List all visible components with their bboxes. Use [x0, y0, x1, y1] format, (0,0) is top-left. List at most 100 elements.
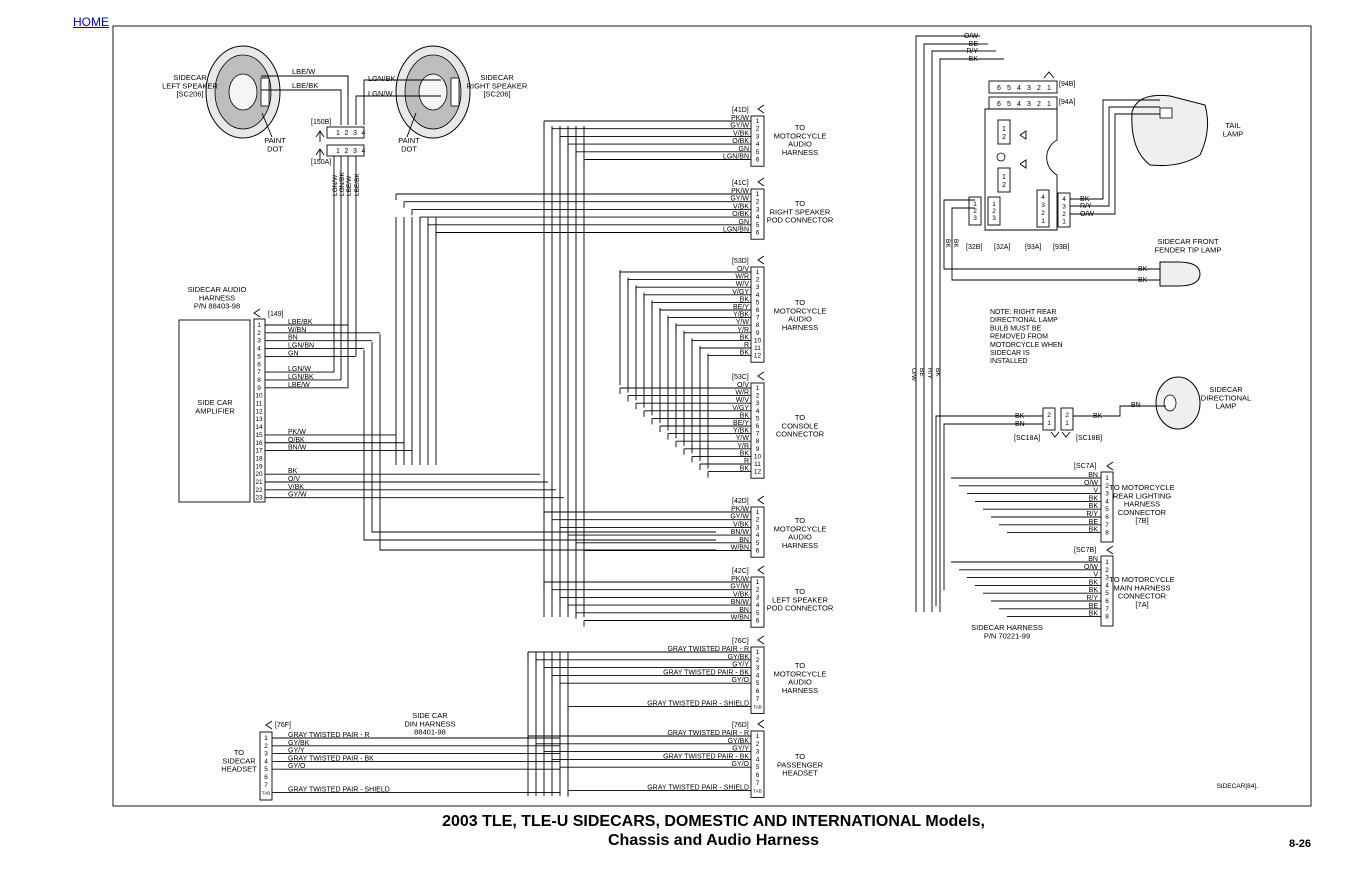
pin-number: 8 [1105, 530, 1109, 537]
pin-number: 3 [756, 133, 760, 140]
wire-label: LBE/W [346, 175, 353, 196]
wire-label: LGN/BN [723, 227, 749, 234]
pin-number: 12 [754, 469, 762, 476]
wire-label: LGN/W [368, 89, 394, 98]
wire-label: O/BK [732, 138, 749, 145]
connector-sc18b [1060, 407, 1074, 431]
connector-destination-label: TO [795, 516, 805, 525]
pin-number: 1 [1047, 85, 1051, 92]
connector-destination-label: TO [795, 298, 805, 307]
wire-label: BN [288, 335, 298, 342]
pin-number: 9 [756, 330, 760, 337]
pin-number: 1 [1105, 475, 1109, 482]
pin-number: 16 [255, 440, 263, 447]
wire-label: GY/Y [288, 748, 305, 755]
pin-number: 4 [1105, 582, 1109, 589]
home-link[interactable]: HOME [73, 15, 109, 29]
wire-label: O/V [737, 266, 749, 273]
speaker-terminal [260, 77, 270, 107]
wire-label: V/GY [732, 289, 749, 296]
left-speaker-icon [205, 45, 281, 139]
pin-number: 11 [754, 461, 761, 468]
wire-label: LGN/BK [288, 374, 314, 381]
wire-label: W/V [736, 397, 750, 404]
wire-label: GRAY TWISTED PAIR - R [667, 730, 749, 737]
wire-label: BN [1088, 556, 1098, 563]
note-text: MOTORCYCLE WHEN [990, 342, 1063, 349]
pin-number: 3 [1027, 85, 1031, 92]
pin-number: 1 [756, 733, 760, 740]
speaker-terminal [450, 77, 460, 107]
pin-number: 3 [756, 206, 760, 213]
pin-number: 2 [756, 587, 760, 594]
pin-number: TAB [753, 705, 761, 710]
wire-label: Y/W [736, 319, 750, 326]
pin-number: 15 [255, 432, 263, 439]
wire-label: GRAY TWISTED PAIR - SHIELD [647, 701, 749, 708]
pin-number: 18 [255, 455, 263, 462]
pin-number: 7 [756, 696, 760, 703]
connector-42c [750, 576, 765, 628]
pin-number: 5 [756, 764, 760, 771]
pin-number: 10 [754, 453, 762, 460]
pin-number: 9 [756, 446, 760, 453]
connector-destination-label: [7A] [1135, 600, 1148, 609]
wire-path [261, 89, 342, 125]
pin-number: 4 [756, 756, 760, 763]
wire-label: GY/W [730, 196, 749, 203]
connector-destination-label: MOTORCYCLE [774, 669, 827, 678]
wire-path [939, 58, 980, 612]
pin-number: 7 [756, 780, 760, 787]
wire-label: GY/BK [728, 654, 750, 661]
pin-number: 1 [756, 269, 760, 276]
connector-ref: [76F] [275, 722, 291, 729]
connector-ref: [150B] [311, 119, 331, 126]
pin-number: 3 [756, 665, 760, 672]
wire-label: GN [739, 146, 750, 153]
wire-label: PK/W [288, 429, 306, 436]
wire-label: BN [1088, 472, 1098, 479]
pin-number: 7 [1105, 522, 1109, 529]
connector-ref: [SC7B] [1074, 547, 1096, 554]
wire-label: V/BK [733, 203, 749, 210]
amp-harness-label: P/N 88403-98 [194, 302, 240, 311]
connector-arrow [1106, 461, 1114, 471]
pin-number: 10 [754, 337, 762, 344]
wire-label: BK [740, 450, 750, 457]
connector-destination-label: AUDIO [788, 678, 812, 687]
wire-path [371, 342, 716, 533]
tail-lamp-label: LAMP [1223, 129, 1243, 138]
connector-arrow [1106, 545, 1114, 555]
fender-lamp-label: SIDECAR FRONT [1157, 237, 1219, 246]
connector-destination-label: MAIN HARNESS [1113, 583, 1170, 592]
pin-number: 20 [255, 471, 263, 478]
pin-number: 2 [257, 330, 261, 337]
headset-label: SIDECAR [222, 756, 256, 765]
wire-label: W/V [736, 281, 750, 288]
wire-label: BK [1089, 527, 1099, 534]
pin-number: 1 [1105, 559, 1109, 566]
wire-path [1070, 106, 1160, 207]
connector-arrow [757, 565, 765, 575]
pin-number: 1 [756, 191, 760, 198]
speaker-dome [228, 73, 258, 111]
wire-label: BK [934, 368, 941, 377]
pin-number: 1 [756, 118, 760, 125]
wire-label: W/BN [288, 327, 306, 334]
connector-destination-label: RIGHT SPEAKER [770, 207, 831, 216]
connector-ref: [149] [268, 311, 284, 318]
pin-number: 6 [1105, 598, 1109, 605]
wire-label: BK [288, 468, 298, 475]
connector-destination-label: TO [795, 752, 805, 761]
wire-path [915, 35, 980, 612]
module-arrow [1019, 159, 1027, 169]
wire-label: W/R [735, 274, 749, 281]
connector-ref: [93A] [1025, 244, 1041, 251]
note-text: BULB MUST BE [990, 325, 1042, 332]
connector-arrow [757, 255, 765, 265]
paint-dot-label: PAINT [264, 136, 286, 145]
pin-number: 5 [756, 149, 760, 156]
wire-label: BK [740, 466, 750, 473]
wire-label: LGN/BK [339, 171, 346, 196]
connector-destination-label: POD CONNECTOR [767, 216, 834, 225]
